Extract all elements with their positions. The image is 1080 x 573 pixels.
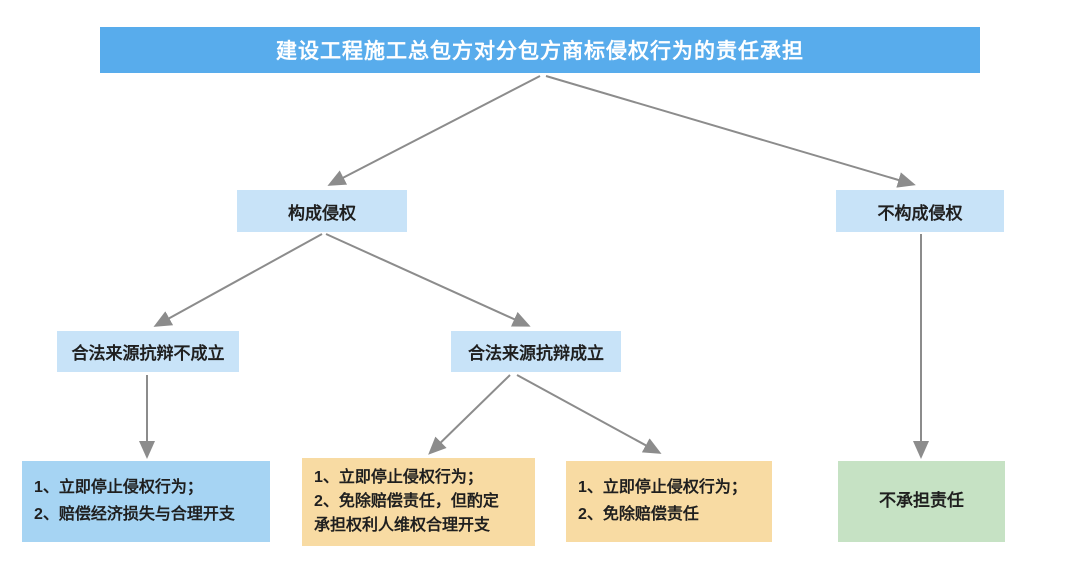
result-line: 1、立即停止侵权行为； (34, 479, 203, 497)
result-line: 2、免除赔偿责任 (578, 505, 699, 523)
result-node-stop-exempt-discretionary: 1、立即停止侵权行为； 2、免除赔偿责任，但酌定 承担权利人维权合理开支 (302, 458, 535, 546)
arrow-root-to-no-infringement (545, 75, 916, 188)
result-line: 1、立即停止侵权行为； (314, 469, 483, 486)
arrow-defense-holds-to-result-2 (428, 374, 511, 455)
result-line: 不承担责任 (879, 491, 964, 511)
node-defense-not-established: 合法来源抗辩不成立 (57, 331, 239, 372)
result-node-stop-exempt: 1、立即停止侵权行为； 2、免除赔偿责任 (566, 461, 772, 542)
result-line: 1、立即停止侵权行为； (578, 479, 747, 497)
node-defense-established: 合法来源抗辩成立 (451, 331, 621, 372)
arrow-root-to-infringement (327, 75, 541, 186)
result-line: 2、赔偿经济损失与合理开支 (34, 505, 235, 523)
flowchart-title: 建设工程施工总包方对分包方商标侵权行为的责任承担 (100, 27, 980, 73)
arrow-infringement-to-defense-holds (325, 233, 531, 327)
arrow-infringement-to-defense-fails (153, 233, 323, 327)
result-line: 承担权利人维权合理开支 (314, 517, 491, 534)
node-infringement: 构成侵权 (237, 190, 407, 232)
node-no-infringement: 不构成侵权 (836, 190, 1004, 232)
result-node-no-liability: 不承担责任 (838, 461, 1005, 542)
result-line: 2、免除赔偿责任，但酌定 (314, 493, 499, 510)
result-node-stop-and-compensate: 1、立即停止侵权行为； 2、赔偿经济损失与合理开支 (22, 461, 270, 542)
arrow-defense-holds-to-result-3 (516, 374, 662, 454)
